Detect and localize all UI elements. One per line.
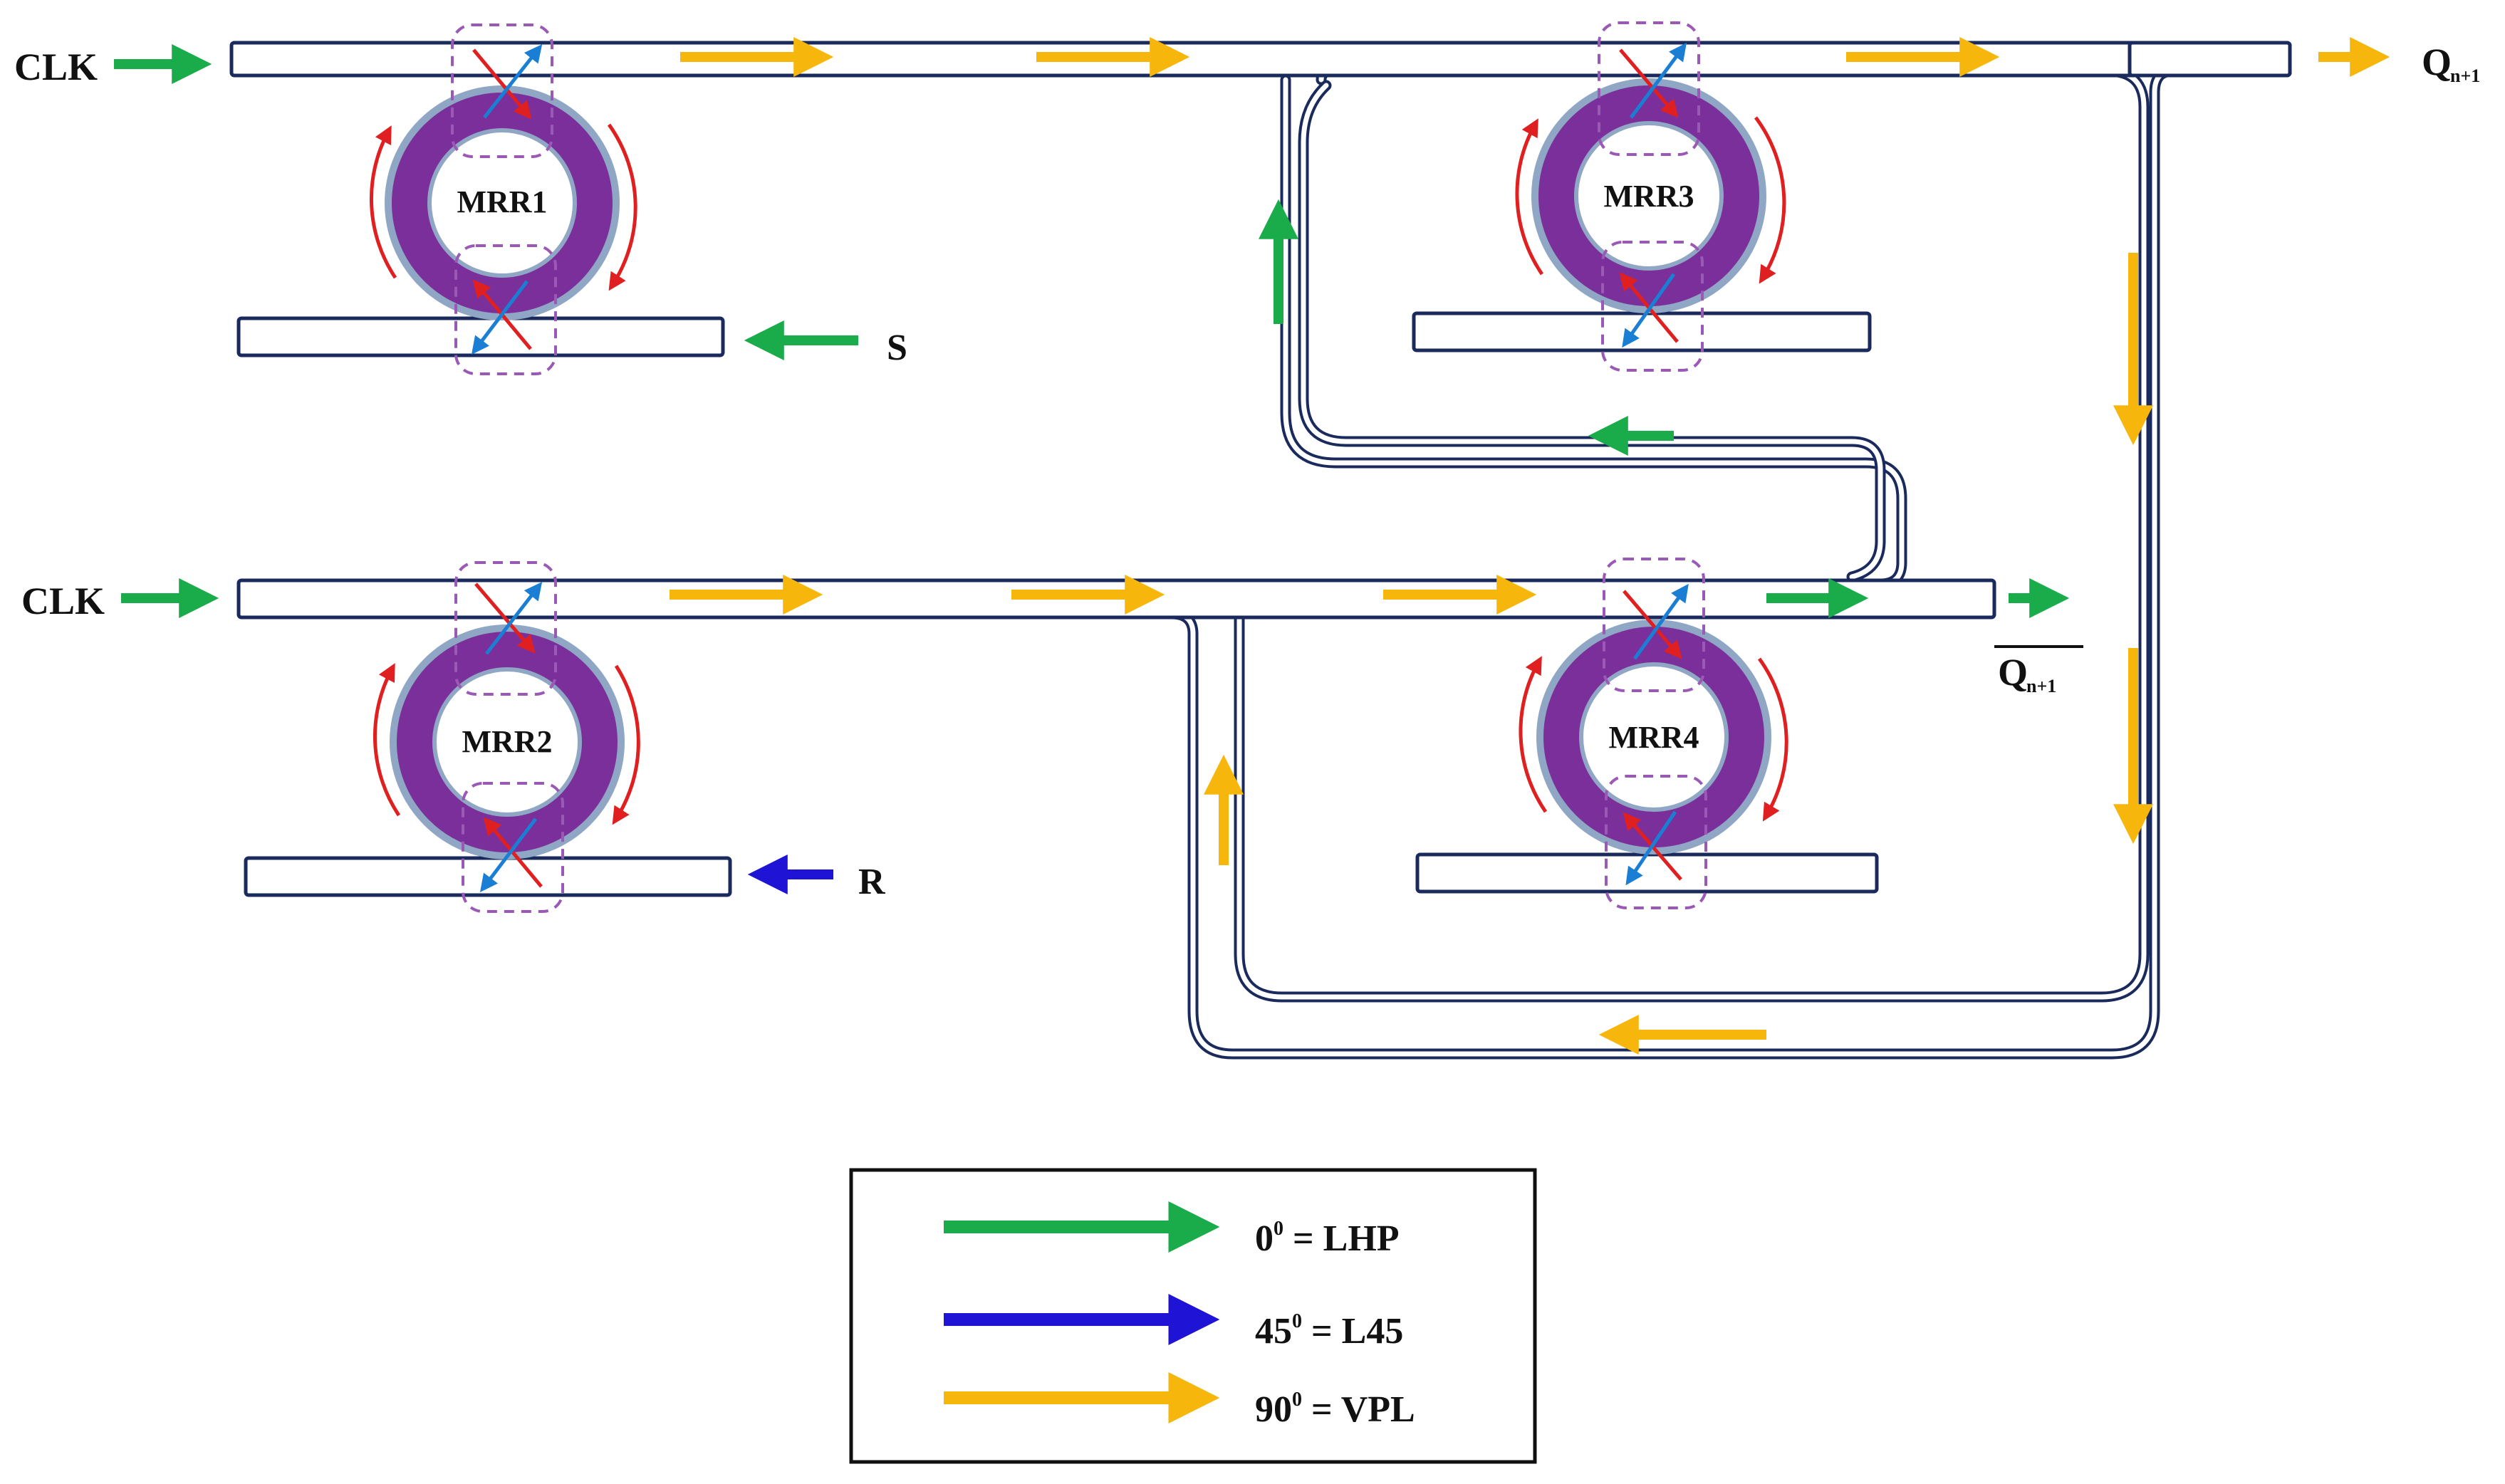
mrr1-ring: MRR1: [385, 85, 620, 320]
r-input-bus: [244, 856, 732, 897]
mrr4-ring: MRR4: [1536, 620, 1771, 855]
legend-item-vpl: 900 = VPL: [944, 1372, 1415, 1430]
svg-text:900 = VPL: 900 = VPL: [1255, 1389, 1415, 1430]
legend-angle-0: 0: [1255, 1218, 1274, 1259]
clk-bottom-label: CLK: [21, 580, 105, 622]
legend: 00 = LHP 450 = L45 900 = VPL: [849, 1168, 1537, 1464]
legend-sup-0: 0: [1274, 1218, 1283, 1240]
mrr4-label: MRR4: [1608, 720, 1699, 755]
mrr3-ring: MRR3: [1531, 78, 1766, 313]
svg-text:00 = LHP: 00 = LHP: [1255, 1218, 1400, 1259]
mrr2-ring: MRR2: [390, 625, 625, 859]
mrr3-label: MRR3: [1603, 179, 1694, 214]
legend-eq-0: = LHP: [1283, 1218, 1400, 1259]
legend-item-lhp: 00 = LHP: [944, 1201, 1400, 1259]
legend-sup-45: 0: [1292, 1310, 1302, 1332]
signal-flow-arrows: [114, 37, 2390, 1055]
q-output-main: Q: [2422, 41, 2452, 83]
s-input-bus: [236, 316, 725, 357]
mrr4-drop-bus: [1415, 852, 1879, 894]
top-output-bus: [2128, 41, 2292, 78]
mrr1-label: MRR1: [457, 184, 547, 219]
coupler-polarization-arrows: [471, 42, 1689, 892]
legend-item-l45: 450 = L45: [944, 1294, 1403, 1352]
mrr3-drop-bus: [1412, 311, 1872, 352]
legend-angle-90: 90: [1255, 1389, 1292, 1430]
couplers: [451, 21, 1707, 913]
legend-eq-45: = L45: [1302, 1311, 1403, 1352]
qbar-output-label: Q n+1: [1994, 645, 2083, 696]
legend-angle-45: 45: [1255, 1311, 1292, 1352]
outer-loop-waveguide: [1166, 66, 2178, 1060]
legend-eq-90: = VPL: [1302, 1389, 1415, 1430]
inner-loop-waveguide: [1298, 80, 1886, 582]
set-input-label: S: [887, 328, 907, 368]
qbar-output-sub: n+1: [2026, 676, 2056, 696]
svg-text:450 = L45: 450 = L45: [1255, 1310, 1403, 1352]
mrr2-label: MRR2: [462, 724, 552, 759]
reset-input-label: R: [858, 862, 886, 902]
qbar-output-main: Q: [1998, 651, 2028, 694]
clk-top-label: CLK: [14, 46, 98, 88]
q-output-sub: n+1: [2450, 66, 2480, 86]
legend-sup-90: 0: [1292, 1389, 1302, 1411]
ring-circulation-arrows: [370, 116, 1788, 825]
q-output-label: Q n+1: [2422, 41, 2480, 86]
